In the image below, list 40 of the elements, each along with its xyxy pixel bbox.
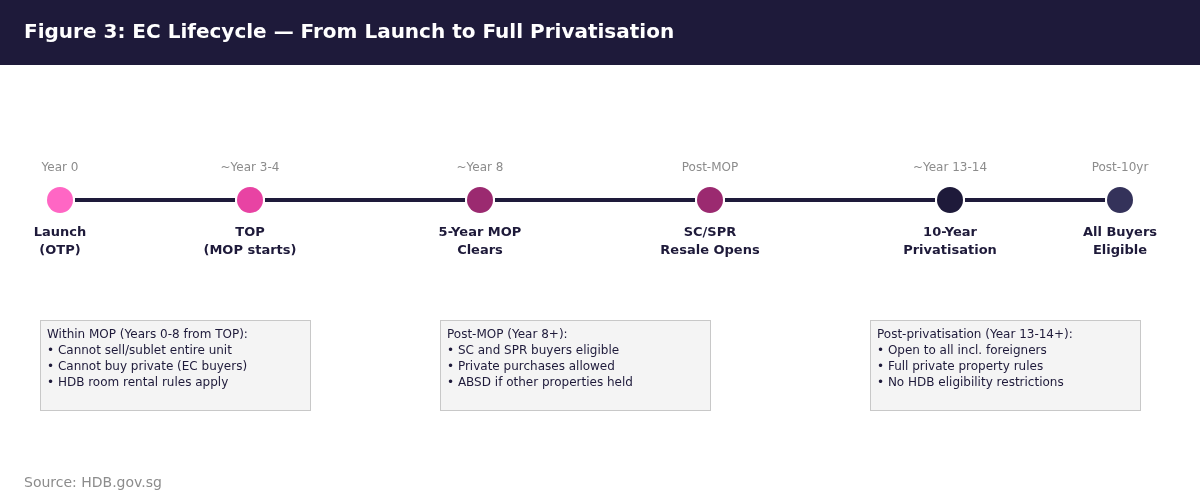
note-heading: Post-MOP (Year 8+): [447,326,568,342]
timeline-segment [965,198,1105,202]
milestone-dot [937,187,963,213]
note-card [40,320,311,411]
year-label: Post-10yr [1090,159,1150,175]
year-label: ~Year 13-14 [911,159,989,175]
timeline-segment [265,198,465,202]
note-bullet: • ABSD if other properties held [447,374,633,390]
note-bullet: • SC and SPR buyers eligible [447,342,620,358]
note-bullet: • Cannot sell/sublet entire unit [47,342,232,358]
note-card [440,320,711,411]
source-note: Source: HDB.gov.sg [24,473,162,491]
year-label: ~Year 8 [455,159,505,175]
timeline-segment [725,198,935,202]
note-bullet: • Cannot buy private (EC buyers) [47,358,248,374]
note-bullet: • Open to all incl. foreigners [877,342,1047,358]
milestone-label: Launch (OTP) [32,223,88,259]
milestone-label: SC/SPR Resale Opens [659,223,761,259]
milestone-label: 10-Year Privatisation [902,223,998,259]
milestone-dot [697,187,723,213]
milestone-label: TOP (MOP starts) [202,223,298,259]
note-bullet: • No HDB eligibility restrictions [877,374,1064,390]
year-label: ~Year 3-4 [219,159,281,175]
milestone-label: All Buyers Eligible [1081,223,1159,259]
milestone-dot [47,187,73,213]
note-bullet: • Private purchases allowed [447,358,615,374]
note-bullet: • HDB room rental rules apply [47,374,229,390]
milestone-dot [1107,187,1133,213]
year-label: Year 0 [40,159,80,175]
milestone-label: 5-Year MOP Clears [437,223,523,259]
figure-title: Figure 3: EC Lifecycle — From Launch to Full Privatisation [24,18,675,44]
milestone-dot [467,187,493,213]
note-bullet: • Full private property rules [877,358,1044,374]
milestone-dot [237,187,263,213]
timeline-segment [75,198,235,202]
timeline-segment [495,198,695,202]
year-label: Post-MOP [680,159,740,175]
note-heading: Within MOP (Years 0-8 from TOP): [47,326,248,342]
note-card [870,320,1141,411]
note-heading: Post-privatisation (Year 13-14+): [877,326,1073,342]
